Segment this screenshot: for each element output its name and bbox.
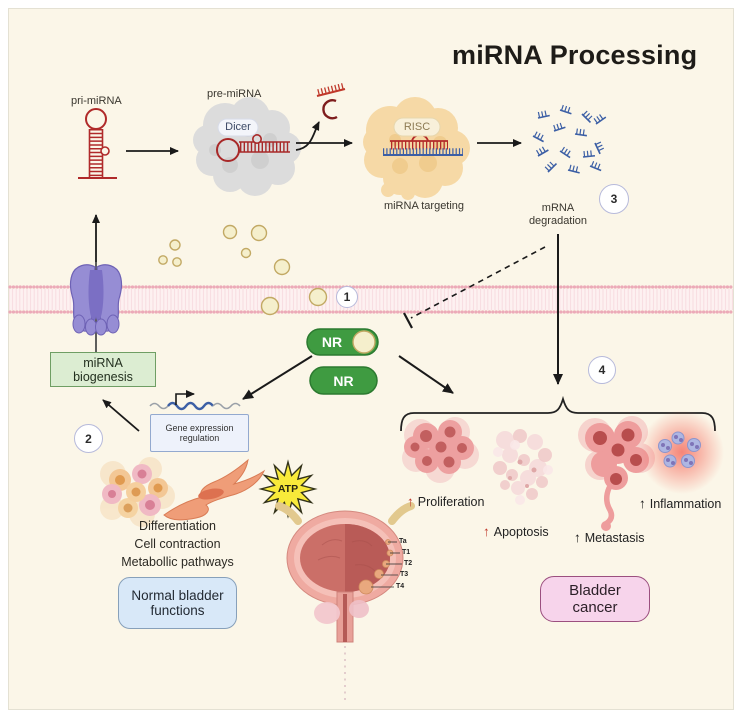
- mrna-degradation-label: mRNA degradation: [528, 202, 588, 227]
- step-4-badge: 4: [588, 356, 616, 384]
- risc-complex-icon: [363, 97, 470, 200]
- step-3-badge: 3: [599, 184, 629, 214]
- atp-label: ATP: [277, 483, 299, 495]
- normal-bladder-functions-box: Normal bladder functions: [118, 577, 237, 629]
- inflammation-effect: ↑Inflammation: [639, 496, 722, 511]
- atp-burst-icon: [258, 459, 318, 519]
- stage-t3-label: T3: [400, 571, 409, 578]
- pri-mirna-label: pri-miRNA: [71, 95, 122, 107]
- brace: [400, 395, 716, 432]
- apoptosis-cells-icon: [493, 429, 553, 505]
- arrow-gene-to-biogenesis: [102, 399, 140, 432]
- page-title: miRNA Processing: [452, 40, 698, 70]
- nr-pill-1-label: NR: [321, 334, 343, 350]
- step-1-badge: 1: [336, 286, 358, 308]
- bladder-cancer-box: Bladder cancer: [540, 576, 650, 622]
- arrow-nr-to-gene: [242, 355, 313, 400]
- gene-expression-box: Gene expression regulation: [150, 414, 249, 452]
- differentiation-cells-icon: [100, 457, 175, 527]
- nr-receptor-pills: [306, 328, 379, 395]
- cell-membrane: [8, 285, 734, 314]
- mirna-biogenesis-box: miRNA biogenesis: [50, 352, 156, 387]
- contractile-cell-icon: [163, 458, 266, 521]
- up-arrow-icon: ↑: [574, 530, 581, 545]
- mrna-fragments-icon: [533, 107, 606, 173]
- step-2-badge: 2: [74, 424, 103, 453]
- proliferation-cells-icon: [402, 417, 479, 483]
- vesicles: [158, 224, 328, 316]
- risc-label: RISC: [403, 121, 431, 133]
- stage-ta-label: Ta: [399, 538, 407, 545]
- proliferation-effect: ↑Proliferation: [407, 494, 485, 509]
- apoptosis-effect: ↑Apoptosis: [483, 524, 549, 539]
- stage-t2-label: T2: [404, 560, 413, 567]
- nr-pill-2-label: NR: [333, 373, 354, 389]
- dicer-label: Dicer: [225, 121, 251, 133]
- metastasis-cells-icon: [578, 416, 655, 531]
- mirna-targeting-label: miRNA targeting: [383, 200, 465, 212]
- normal-functions-list: Differentiation Cell contraction Metabol…: [121, 519, 234, 569]
- inhibition-dashed-line: [403, 246, 546, 329]
- dicer-complex-icon: [193, 97, 301, 196]
- stage-t1-label: T1: [402, 549, 411, 556]
- up-arrow-icon: ↑: [407, 494, 414, 509]
- cleaved-strand-icon: [295, 82, 353, 151]
- gene-transcription-icon: [149, 390, 241, 411]
- bladder-icon: [275, 502, 415, 700]
- inflammation-cells-icon: [640, 410, 724, 494]
- membrane-receptor-icon: [69, 214, 123, 353]
- up-arrow-icon: ↑: [483, 524, 490, 539]
- stage-t4-label: T4: [396, 583, 405, 590]
- metastasis-effect: ↑Metastasis: [574, 530, 645, 545]
- pri-mirna-icon: [78, 108, 117, 179]
- pre-mirna-label: pre-miRNA: [207, 88, 262, 100]
- arrow-nr-to-cancer: [398, 355, 454, 394]
- up-arrow-icon: ↑: [639, 496, 646, 511]
